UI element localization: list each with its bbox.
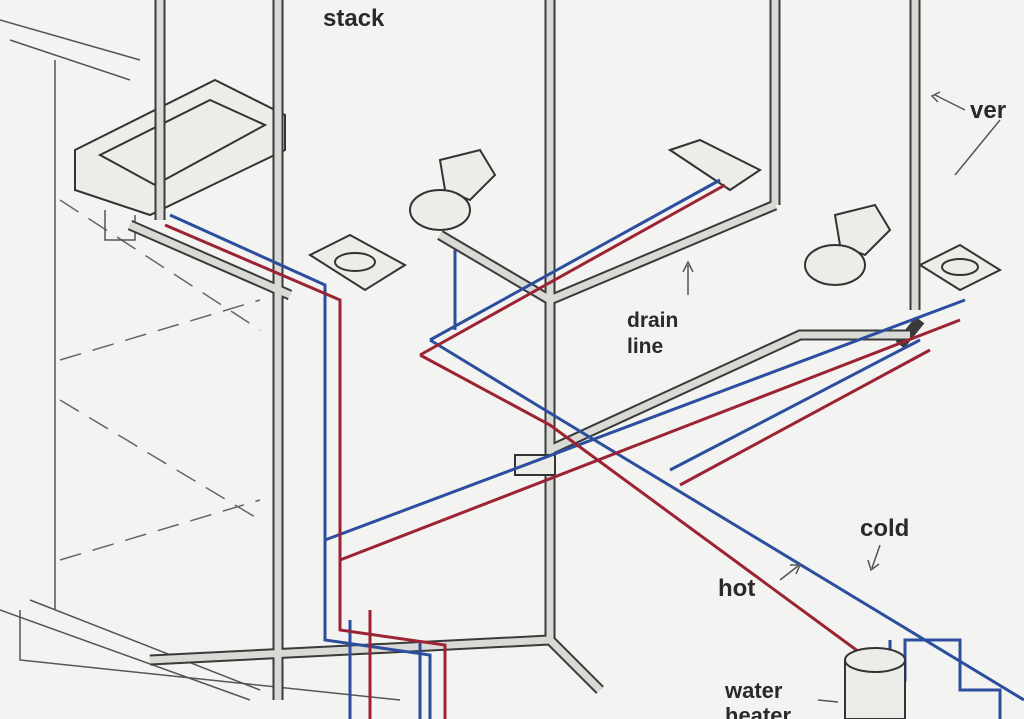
- label-arrows: [682, 91, 1001, 703]
- hot-water-lines: [164, 183, 961, 719]
- label-vent: ver: [970, 97, 1007, 124]
- label-line: line: [627, 335, 664, 358]
- label-cold: cold: [860, 515, 910, 542]
- cold-water-lines: [169, 178, 1024, 719]
- label-hot: hot: [718, 575, 756, 602]
- label-stack: stack: [323, 5, 385, 32]
- drain-vent-pipes: [127, 0, 925, 700]
- sink-top-right: [667, 138, 762, 192]
- toilet-left: [409, 148, 497, 231]
- sink-right: [917, 243, 1003, 292]
- toilet-right: [804, 203, 892, 286]
- bathtub: [74, 78, 286, 241]
- label-heater: heater: [725, 703, 792, 719]
- sink-center: [307, 233, 407, 292]
- water-heater: [844, 647, 906, 719]
- label-drain: drain: [627, 309, 679, 332]
- label-water: water: [725, 678, 783, 703]
